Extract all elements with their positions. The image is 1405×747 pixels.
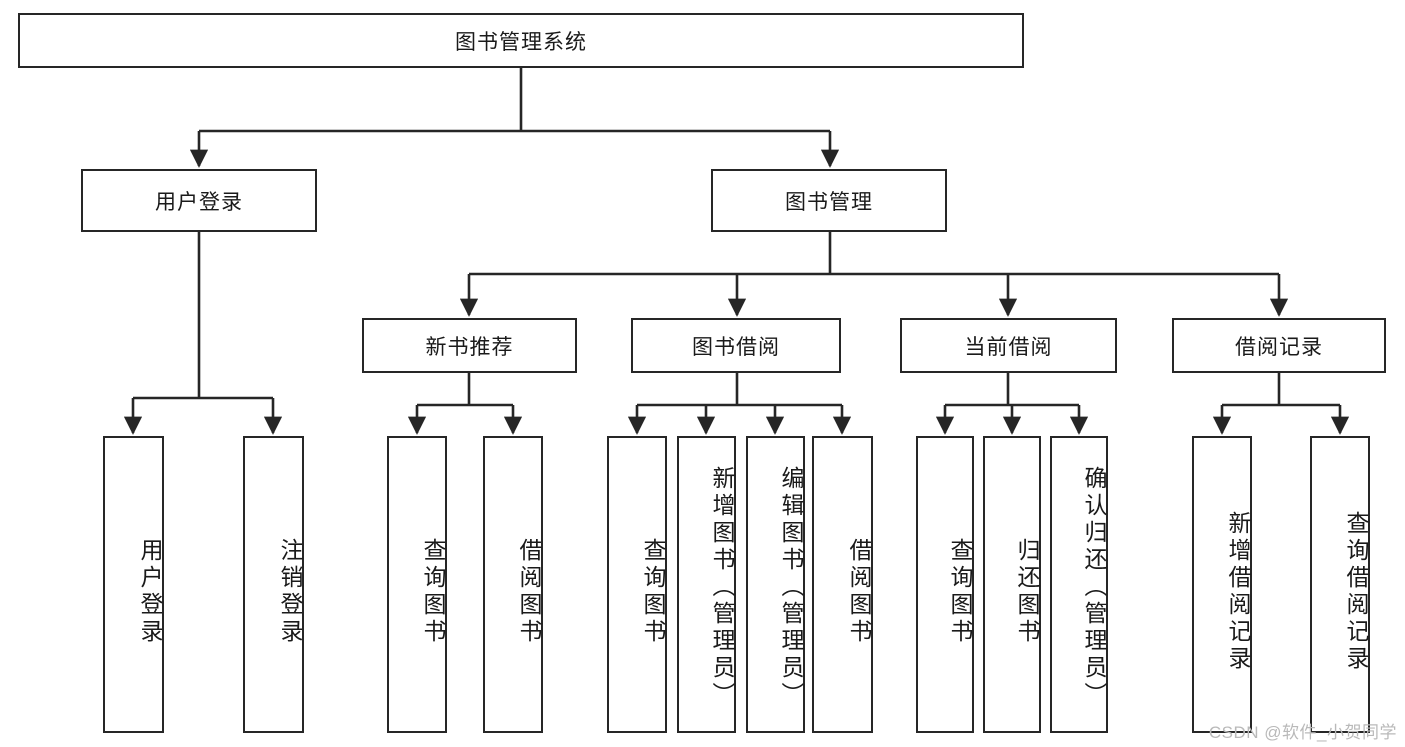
- node-leaf-query-borrow-record[interactable]: 查询借阅记录: [1310, 436, 1370, 733]
- node-current-borrow[interactable]: 当前借阅: [900, 318, 1117, 373]
- node-book-borrow[interactable]: 图书借阅: [631, 318, 841, 373]
- node-leaf-add-borrow-record[interactable]: 新增借阅记录: [1192, 436, 1252, 733]
- node-book-management[interactable]: 图书管理: [711, 169, 947, 232]
- node-leaf-logout[interactable]: 注销登录: [243, 436, 304, 733]
- node-root-system[interactable]: 图书管理系统: [18, 13, 1024, 68]
- node-leaf-user-login[interactable]: 用户登录: [103, 436, 164, 733]
- node-leaf-edit-book-admin[interactable]: 编辑图书（管理员）: [746, 436, 805, 733]
- node-leaf-return-book[interactable]: 归还图书: [983, 436, 1041, 733]
- node-user-login[interactable]: 用户登录: [81, 169, 317, 232]
- csdn-watermark: CSDN @软件_小贺同学: [1208, 723, 1397, 742]
- node-leaf-borrow-book-rec[interactable]: 借阅图书: [483, 436, 543, 733]
- node-leaf-add-book-admin[interactable]: 新增图书（管理员）: [677, 436, 736, 733]
- node-leaf-query-book-current[interactable]: 查询图书: [916, 436, 974, 733]
- node-new-book-recommend[interactable]: 新书推荐: [362, 318, 577, 373]
- node-leaf-query-book[interactable]: 查询图书: [607, 436, 667, 733]
- node-borrow-record[interactable]: 借阅记录: [1172, 318, 1386, 373]
- node-leaf-confirm-return-admin[interactable]: 确认归还（管理员）: [1050, 436, 1108, 733]
- node-leaf-borrow-book[interactable]: 借阅图书: [812, 436, 873, 733]
- node-leaf-query-book-rec[interactable]: 查询图书: [387, 436, 447, 733]
